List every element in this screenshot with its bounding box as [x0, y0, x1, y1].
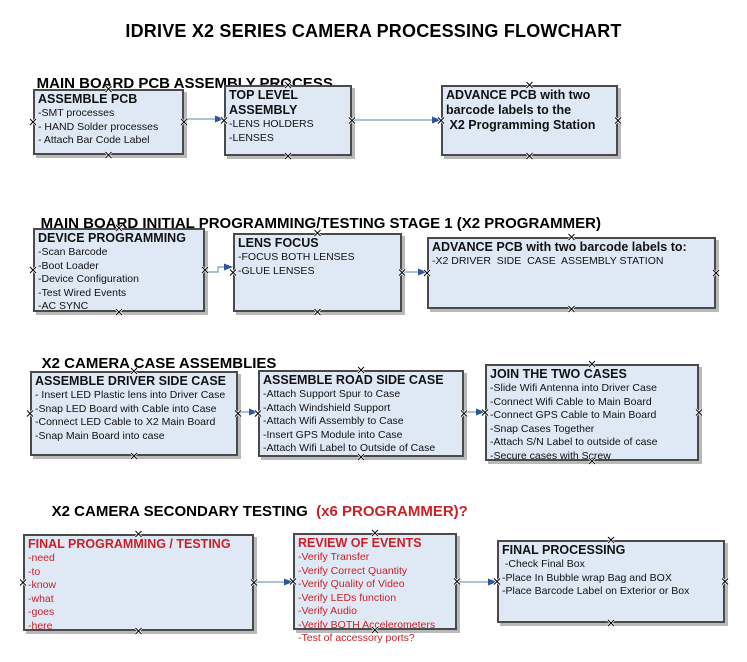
box-body-text: -Verify Transfer -Verify Correct Quantit… — [298, 551, 436, 644]
flow-box-final-processing[interactable]: FINAL PROCESSING -Check Final Box -Place… — [497, 540, 725, 623]
connector-arrow-8[interactable] — [458, 578, 497, 586]
connector-arrow-3[interactable] — [205, 263, 233, 273]
box-title: ADVANCE PCB with two barcode labels to t… — [446, 88, 596, 132]
section-heading-red-text: (x6 PROGRAMMER)? — [311, 503, 468, 520]
box-body-text: -Scan Barcode -Boot Loader -Device Confi… — [38, 246, 139, 312]
connector-arrow-2[interactable] — [353, 116, 441, 124]
box-title: FINAL PROGRAMMING / TESTING — [28, 537, 231, 551]
box-body-text: -Slide Wifi Antenna into Driver Case -Co… — [490, 382, 658, 462]
flow-box-assemble-road-side-case[interactable]: ASSEMBLE ROAD SIDE CASE -Attach Support … — [258, 370, 464, 457]
flow-box-assemble-pcb[interactable]: ASSEMBLE PCB -SMT processes - HAND Solde… — [33, 89, 184, 155]
box-body-text: -X2 DRIVER SIDE CASE ASSEMBLY STATION — [432, 255, 664, 267]
flow-box-top-level-assembly[interactable]: TOP LEVEL ASSEMBLY -LENS HOLDERS -LENSES — [224, 85, 352, 156]
box-title: ASSEMBLE PCB — [38, 92, 138, 106]
box-title: FINAL PROCESSING — [502, 543, 626, 557]
box-body-text: -FOCUS BOTH LENSES -GLUE LENSES — [238, 251, 355, 277]
flow-box-device-programming[interactable]: DEVICE PROGRAMMING -Scan Barcode -Boot L… — [33, 228, 205, 312]
box-body-text: -Attach Support Spur to Case -Attach Win… — [263, 388, 436, 454]
box-body-text: - Insert LED Plastic lens into Driver Ca… — [35, 389, 226, 442]
box-body-text: -SMT processes - HAND Solder processes -… — [38, 107, 159, 146]
flow-box-final-programming-testing[interactable]: FINAL PROGRAMMING / TESTING -need -to -k… — [23, 534, 254, 632]
section-heading-initial-programming: MAIN BOARD INITIAL PROGRAMMING/TESTING S… — [24, 198, 601, 249]
connector-arrow-6[interactable] — [465, 408, 485, 416]
box-title: ADVANCE PCB with two barcode labels to: — [432, 240, 687, 254]
box-body-text: -Check Final Box -Place In Bubble wrap B… — [502, 558, 690, 597]
box-body-text: -need -to -know -what -goes -here — [28, 552, 57, 632]
flowchart-title: IDRIVE X2 SERIES CAMERA PROCESSING FLOWC… — [125, 21, 622, 41]
box-title: TOP LEVEL ASSEMBLY — [229, 88, 301, 117]
flow-box-advance-pcb-programming-station[interactable]: ADVANCE PCB with two barcode labels to t… — [441, 85, 618, 156]
flow-box-advance-pcb-driver-side-station[interactable]: ADVANCE PCB with two barcode labels to: … — [427, 237, 716, 309]
connector-arrow-7[interactable] — [255, 578, 293, 586]
flow-box-lens-focus[interactable]: LENS FOCUS -FOCUS BOTH LENSES -GLUE LENS… — [233, 233, 402, 312]
box-title: REVIEW OF EVENTS — [298, 536, 422, 550]
section-heading-case-assemblies: X2 CAMERA CASE ASSEMBLIES — [25, 338, 277, 389]
box-title: DEVICE PROGRAMMING — [38, 231, 186, 245]
box-title: LENS FOCUS — [238, 236, 319, 250]
section-heading-text: X2 CAMERA CASE ASSEMBLIES — [41, 355, 277, 372]
box-title: ASSEMBLE DRIVER SIDE CASE — [35, 374, 227, 388]
connector-arrow-5[interactable] — [239, 408, 258, 416]
connector-arrow-4[interactable] — [403, 268, 427, 276]
flow-box-review-of-events[interactable]: REVIEW OF EVENTS -Verify Transfer -Verif… — [293, 533, 457, 644]
box-body-text: -LENS HOLDERS -LENSES — [229, 118, 314, 144]
section-heading-text: X2 CAMERA SECONDARY TESTING — [51, 503, 312, 520]
connector-arrow-1[interactable] — [185, 115, 224, 123]
box-title: ASSEMBLE ROAD SIDE CASE — [263, 373, 444, 387]
section-heading-text: MAIN BOARD INITIAL PROGRAMMING/TESTING S… — [40, 215, 601, 232]
box-title: JOIN THE TWO CASES — [490, 367, 627, 381]
flow-box-join-the-two-cases[interactable]: JOIN THE TWO CASES -Slide Wifi Antenna i… — [485, 364, 699, 462]
flow-box-assemble-driver-side-case[interactable]: ASSEMBLE DRIVER SIDE CASE - Insert LED P… — [30, 371, 238, 456]
section-heading-secondary-testing: X2 CAMERA SECONDARY TESTING (x6 PROGRAMM… — [35, 486, 468, 537]
